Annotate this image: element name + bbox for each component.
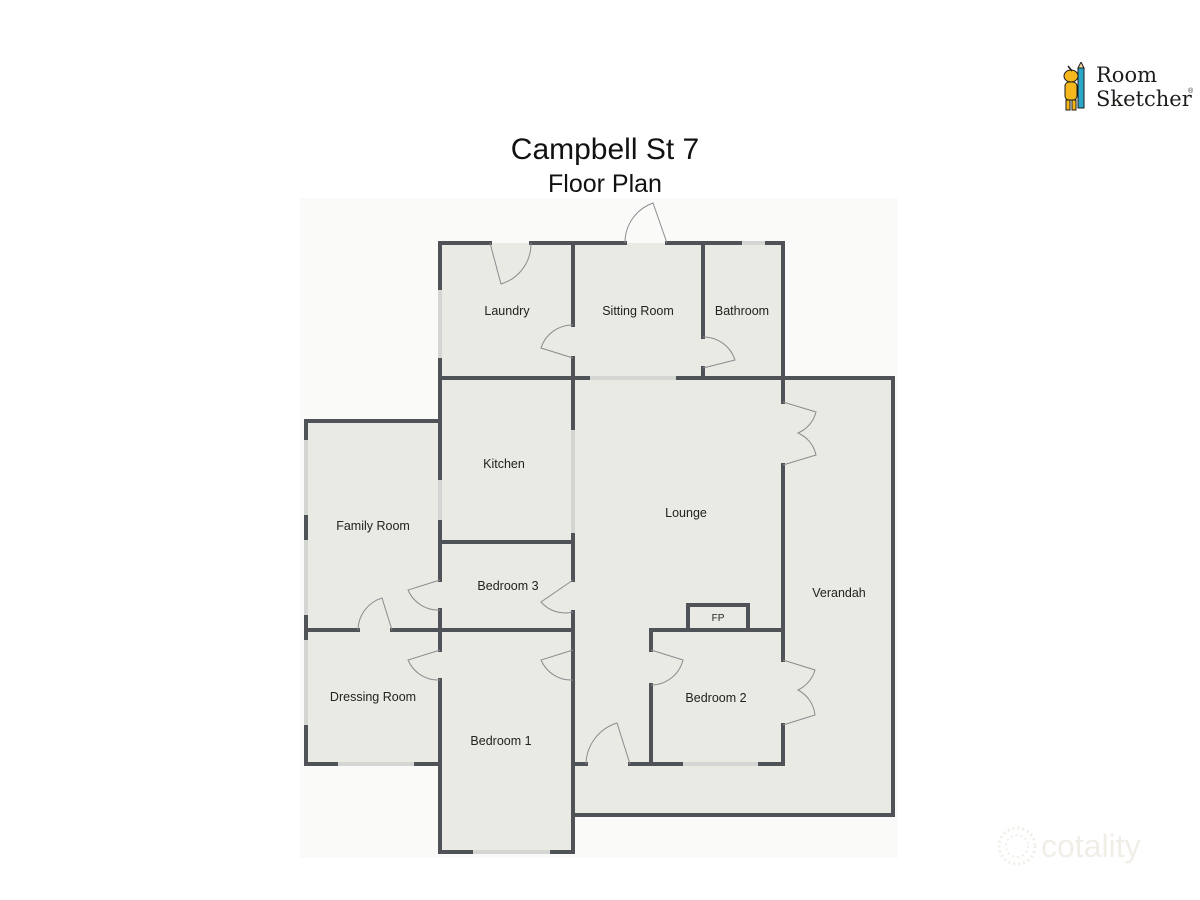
room-label-family-room: Family Room <box>336 519 410 533</box>
windows <box>304 241 765 854</box>
room-label-bedroom-2: Bedroom 2 <box>685 691 746 705</box>
room-label-bathroom: Bathroom <box>715 304 769 318</box>
room-label-bedroom-3: Bedroom 3 <box>477 579 538 593</box>
room-label-dressing-room: Dressing Room <box>330 690 416 704</box>
doors <box>357 202 817 765</box>
logo-word-sketcher: Sketcher <box>1096 87 1192 111</box>
room-label-lounge: Lounge <box>665 506 707 520</box>
floor-areas <box>306 243 893 852</box>
cotality-globe-icon <box>997 826 1037 866</box>
plan-subtitle: Floor Plan <box>548 170 662 198</box>
room-label-laundry: Laundry <box>484 304 530 318</box>
plan-title: Campbell St 7 <box>510 133 700 166</box>
mascot-pencil-icon <box>1063 62 1085 111</box>
watermark-text: cotality <box>1041 828 1141 864</box>
room-label-kitchen: Kitchen <box>483 457 525 471</box>
walls <box>304 241 895 854</box>
room-label-bedroom-1: Bedroom 1 <box>470 734 531 748</box>
roomsketcher-logo: Room Sketcher ® <box>1058 62 1198 116</box>
room-label-sitting-room: Sitting Room <box>602 304 674 318</box>
cotality-watermark: cotality <box>995 822 1175 872</box>
room-label-verandah: Verandah <box>812 586 866 600</box>
logo-word-room: Room <box>1096 63 1158 87</box>
room-label-fireplace: FP <box>712 613 725 624</box>
registered-mark: ® <box>1188 88 1194 95</box>
